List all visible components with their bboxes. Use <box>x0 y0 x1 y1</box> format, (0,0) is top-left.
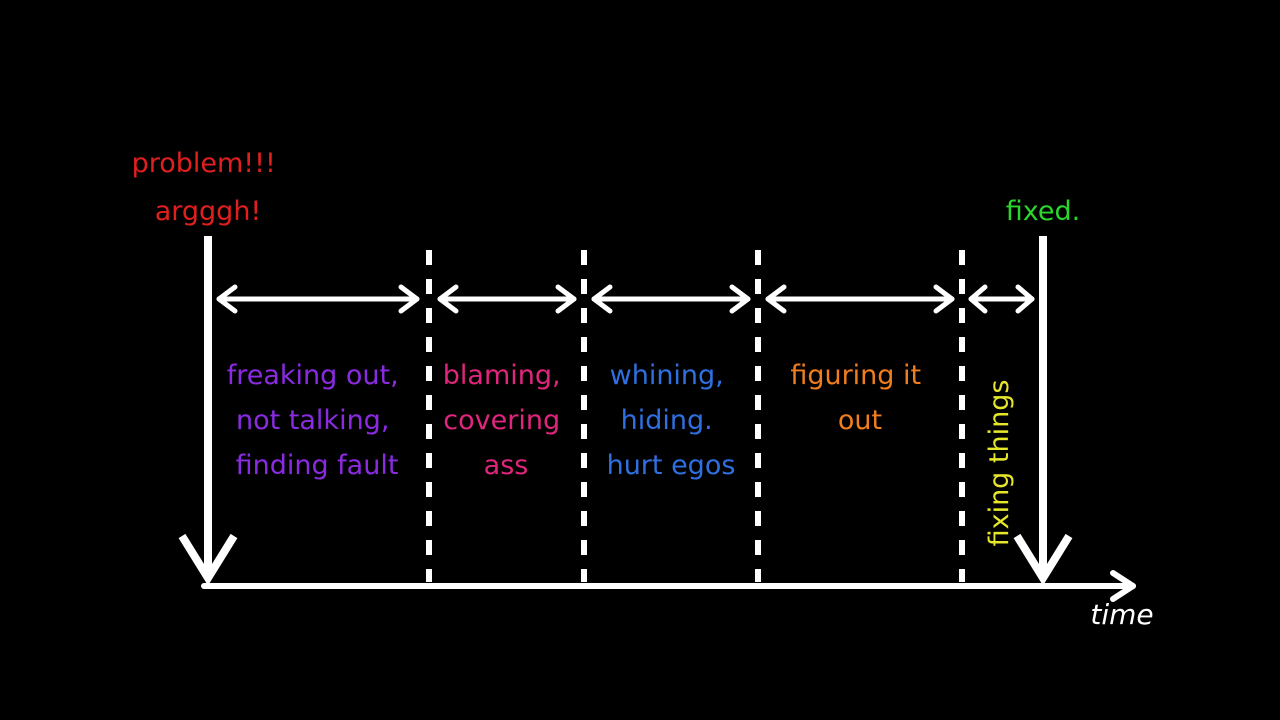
end-label: fixed. <box>1006 196 1081 227</box>
time-axis <box>201 570 1136 602</box>
time-axis-label: time <box>1090 598 1153 631</box>
phase-label-freaking-out: freaking out, not talking, finding fault <box>227 360 408 481</box>
span-arrows <box>216 284 1035 314</box>
start-down-arrow <box>178 236 238 586</box>
phase-2-line-2: covering <box>443 405 560 436</box>
start-label-line-1: problem!!! <box>132 148 276 179</box>
phase-label-whining: whining, hiding. hurt egos <box>607 360 736 481</box>
phase-3-line-3: hurt egos <box>607 450 736 481</box>
phase-label-figuring-it-out: figuring it out <box>790 360 929 436</box>
end-down-arrow <box>1013 236 1073 586</box>
phase-label-fixing-things: fixing things <box>984 380 1015 547</box>
phase-4-line-2: out <box>838 405 882 436</box>
phase-3-line-2: hiding. <box>621 405 713 436</box>
span-arrow-4 <box>765 284 955 314</box>
phase-4-line-1: figuring it <box>790 360 921 391</box>
phase-2-line-3: ass <box>484 450 529 481</box>
phase-2-line-1: blaming, <box>443 360 561 391</box>
span-arrow-5 <box>968 284 1035 314</box>
span-arrow-1 <box>216 284 420 314</box>
start-label-line-2: argggh! <box>155 196 262 227</box>
span-arrow-2 <box>437 284 577 314</box>
phase-label-blaming: blaming, covering ass <box>443 360 569 481</box>
phase-1-line-3: finding fault <box>236 450 399 481</box>
start-label: problem!!! argggh! <box>132 148 285 227</box>
span-arrow-3 <box>591 284 751 314</box>
phase-1-line-2: not talking, <box>236 405 389 436</box>
phase-3-line-1: whining, <box>610 360 724 391</box>
phase-1-line-1: freaking out, <box>227 360 399 391</box>
